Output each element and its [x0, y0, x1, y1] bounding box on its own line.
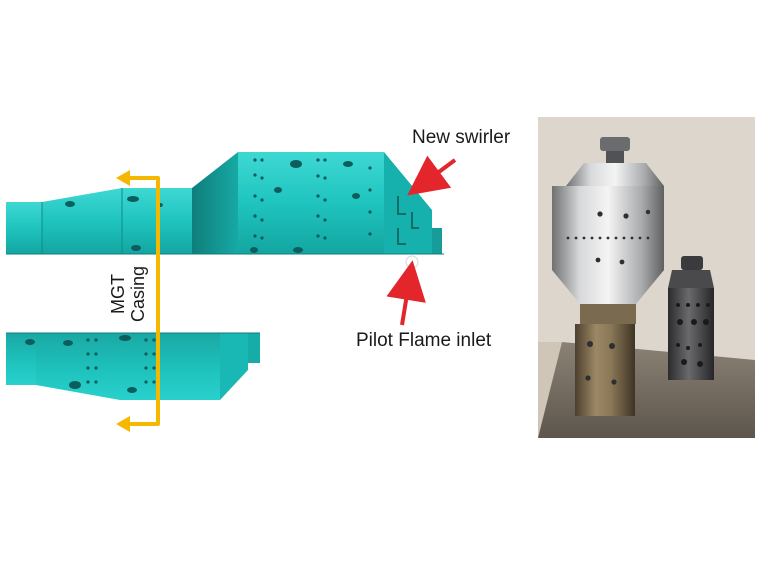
lower-dome-step	[220, 333, 248, 400]
new-swirler-label: New swirler	[412, 127, 511, 148]
lower-dilution-holes	[25, 335, 137, 393]
upper-primary-zone	[238, 152, 384, 254]
swirler-pointer-arrow	[407, 155, 457, 196]
mgt-casing-label-line1: MGT	[108, 273, 128, 314]
casing-arrowhead-top	[116, 170, 130, 186]
swirler-vanes	[397, 196, 419, 245]
lower-flange	[248, 333, 260, 363]
pilot-inlet-pointer-arrow	[386, 260, 426, 326]
upper-taper-section	[42, 188, 122, 254]
upper-inlet-tube	[6, 202, 42, 254]
upper-expansion-cone	[192, 152, 238, 254]
combustor-lower-half	[6, 332, 260, 400]
upper-dilution-holes	[65, 160, 360, 253]
combustor-upper-half	[6, 152, 444, 269]
small-combustor	[668, 256, 714, 380]
lower-liner-section	[120, 333, 220, 400]
pilot-flame-inlet-hole	[405, 255, 419, 269]
mgt-casing-label: MGT Casing	[108, 266, 148, 322]
upper-flange	[432, 228, 442, 254]
casing-arrowhead-bottom	[116, 416, 130, 432]
lower-cooling-holes	[86, 338, 156, 384]
upper-cooling-holes	[253, 158, 372, 240]
upper-dome-cone	[384, 152, 432, 254]
large-combustor	[552, 137, 664, 416]
combustor-photo	[538, 117, 755, 438]
casing-bracket-arrow	[126, 176, 160, 426]
mgt-casing-label-line2: Casing	[128, 265, 148, 322]
lower-taper-section	[36, 333, 120, 400]
pilot-flame-inlet-label: Pilot Flame inlet	[356, 330, 492, 351]
